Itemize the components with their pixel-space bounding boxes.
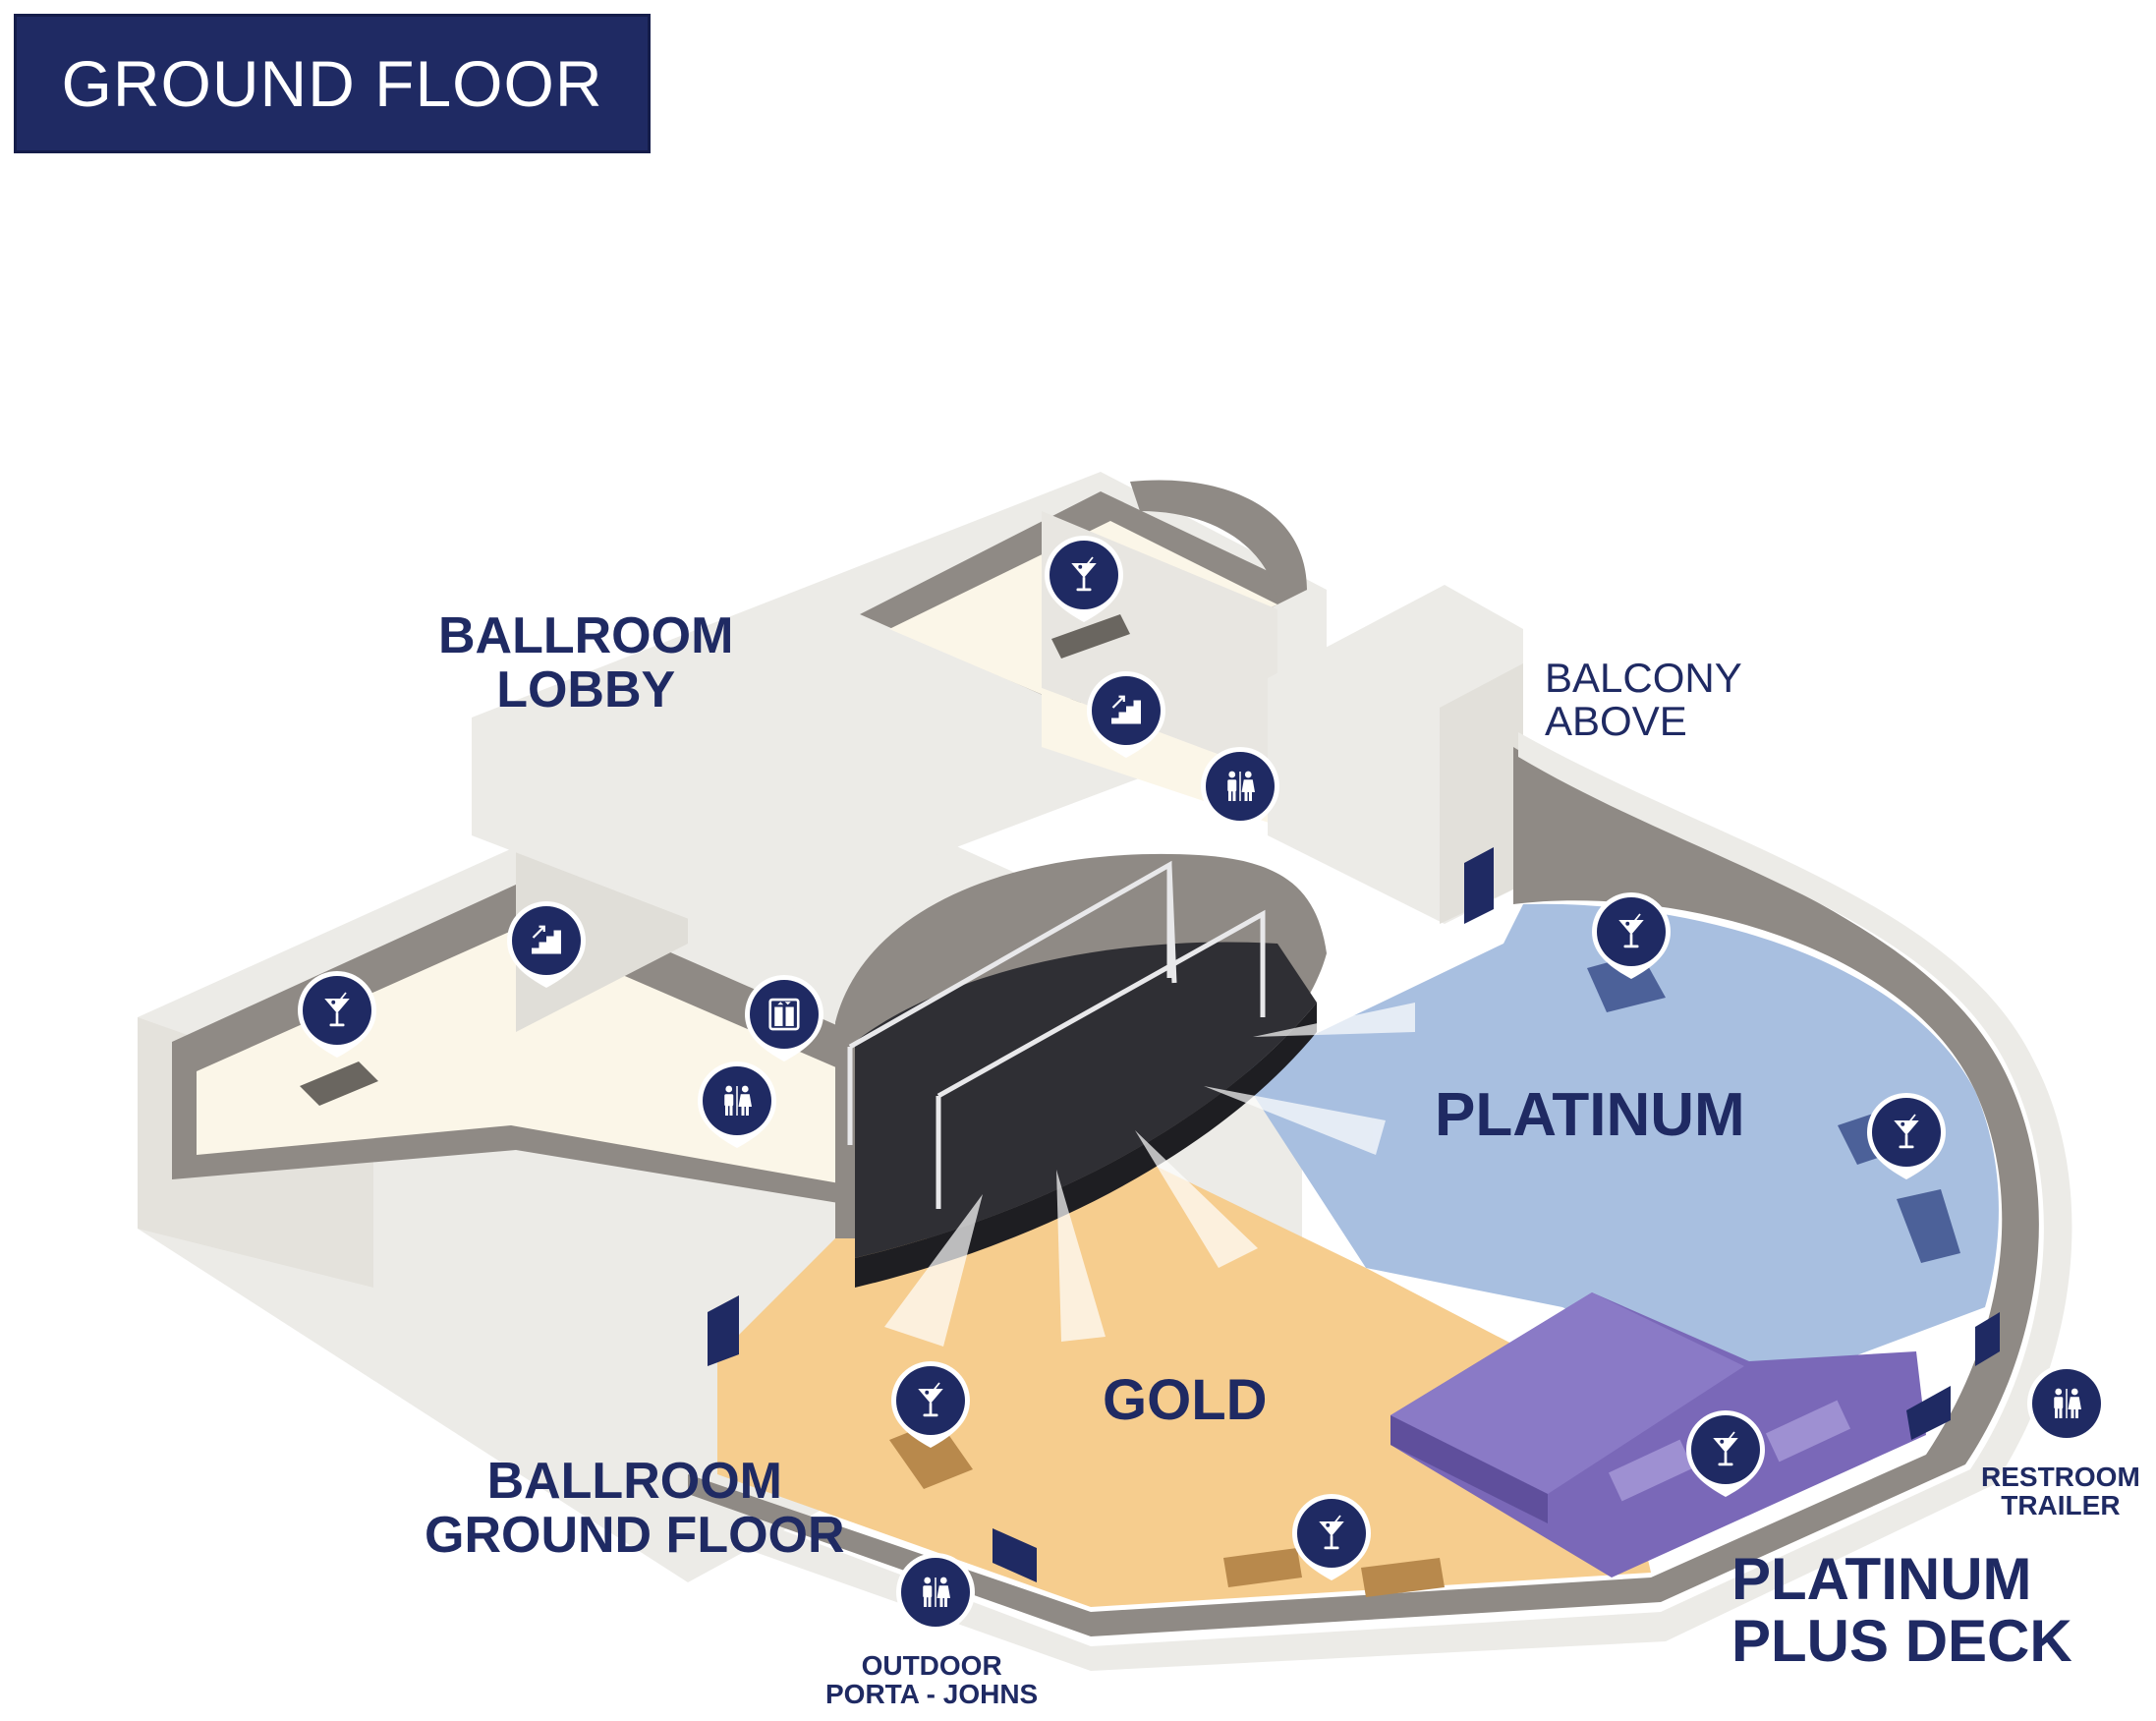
label-line: PORTA - JOHNS (825, 1679, 1039, 1710)
label-line: PLATINUM (1731, 1546, 2032, 1612)
platinum-plus-deck (1390, 1292, 1926, 1578)
label-line: PLATINUM (1435, 1081, 1745, 1149)
balcony-above-label: BALCONY ABOVE (1545, 655, 1742, 745)
platinum-plus-deck-label: PLATINUM PLUS DECK (1731, 1548, 2072, 1672)
label-line: GOLD (1103, 1368, 1268, 1432)
label-line: BALCONY (1545, 655, 1742, 701)
label-line: RESTROOM (1981, 1462, 2140, 1492)
porta-johns-pin[interactable] (896, 1553, 975, 1639)
label-line: LOBBY (496, 660, 676, 718)
label-line: BALLROOM (486, 1453, 782, 1510)
label-line: ABOVE (1545, 698, 1687, 745)
label-line: TRAILER (2001, 1490, 2121, 1521)
bar-counters (300, 614, 1960, 1597)
label-line: GROUND FLOOR (425, 1506, 845, 1564)
gold-label: GOLD (1103, 1368, 1268, 1432)
stage (835, 853, 1327, 1288)
exit-doors (708, 1295, 2000, 1582)
ballroom-ground-floor-label: BALLROOM GROUND FLOOR (425, 1455, 845, 1562)
platinum-label: PLATINUM (1435, 1083, 1745, 1147)
stage-lights (884, 1003, 1415, 1347)
label-line: PLUS DECK (1731, 1608, 2072, 1674)
label-line: BALLROOM (438, 607, 734, 664)
label-line: OUTDOOR (861, 1650, 1002, 1681)
platinum-zone (1238, 903, 1999, 1396)
outdoor-porta-johns-label: OUTDOOR PORTA - JOHNS (825, 1651, 1038, 1709)
balcony-block (1268, 585, 1523, 924)
restroom-trailer-pin[interactable] (2027, 1364, 2106, 1451)
restroom-trailer-label: RESTROOM TRAILER (1981, 1463, 2140, 1520)
floor-title: GROUND FLOOR (14, 14, 651, 153)
ballroom-lobby-label: BALLROOM LOBBY (438, 609, 733, 717)
